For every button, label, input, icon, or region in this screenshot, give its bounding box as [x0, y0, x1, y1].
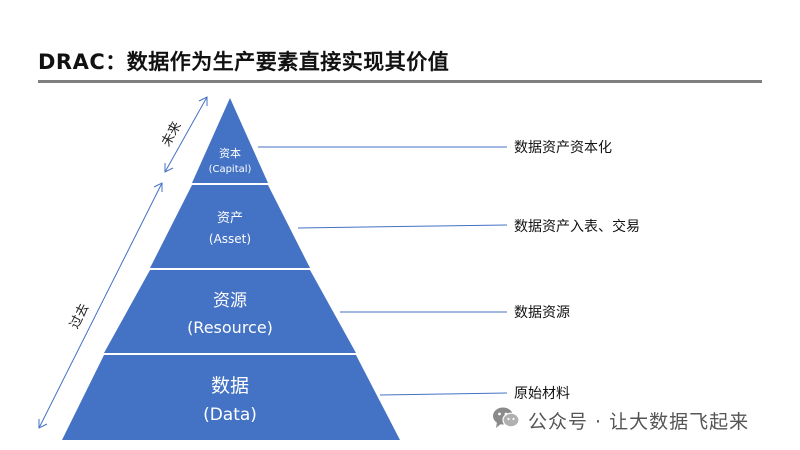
connector-asset [297, 224, 508, 229]
watermark: 公众号 · 让大数据飞起来 [492, 405, 749, 435]
annotation-capital: 数据资产资本化 [514, 140, 612, 156]
tier-capital-sublabel: (Capital) [209, 164, 252, 175]
tier-data-shape [62, 355, 400, 440]
watermark-text: 公众号 · 让大数据飞起来 [528, 410, 750, 433]
tier-data-sublabel: (Data) [203, 405, 257, 425]
past-label: 过去 [67, 301, 92, 331]
future-arrow [164, 96, 208, 173]
tier-capital-shape [192, 98, 268, 183]
connector-data [379, 392, 508, 396]
page-title: DRAC：数据作为生产要素直接实现其价值 [38, 50, 450, 74]
tier-resource-sublabel: (Resource) [187, 318, 273, 337]
tier-resource-shape [104, 270, 356, 353]
title-divider [38, 80, 762, 83]
annotation-resource: 数据资源 [514, 305, 570, 321]
annotation-data: 原始材料 [514, 386, 570, 402]
tier-data-label: 数据 [211, 375, 249, 397]
wechat-icon [492, 406, 520, 434]
future-label: 未来 [159, 119, 185, 149]
tier-asset-sublabel: (Asset) [209, 232, 251, 246]
tier-asset-shape [150, 185, 310, 268]
tier-asset-label: 资产 [217, 211, 243, 226]
tier-capital-label: 资本 [219, 146, 241, 160]
annotation-asset: 数据资产入表、交易 [514, 218, 640, 235]
past-arrow [38, 182, 163, 429]
tier-resource-label: 资源 [213, 291, 247, 311]
